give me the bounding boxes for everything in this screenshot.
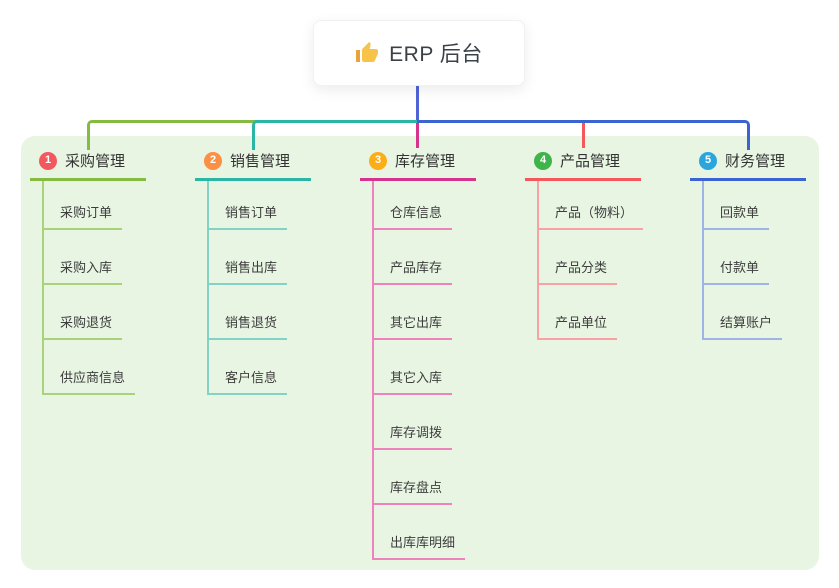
branch-number-badge: 5 (699, 151, 717, 170)
mindmap-panel (21, 136, 819, 570)
child-label: 产品分类 (539, 230, 618, 285)
branch-label: 财务管理 (725, 153, 786, 170)
child-item: 回款单 (704, 181, 839, 230)
child-item: 采购订单 (44, 181, 180, 230)
branch-label: 库存管理 (395, 153, 456, 170)
child-item: 采购入库 (44, 230, 180, 285)
root-connector-line (416, 84, 419, 123)
branch-header-2: 2 销售管理 (195, 148, 311, 181)
branch-number-badge: 1 (39, 151, 57, 170)
child-item: 产品（物料） (539, 181, 675, 230)
child-item: 供应商信息 (44, 340, 180, 395)
branch-3: 3 库存管理仓库信息产品库存其它出库其它入库库存调拨库存盘点出库库明细 (360, 148, 510, 560)
child-label: 付款单 (704, 230, 770, 285)
child-label: 采购订单 (44, 181, 123, 230)
branch-children: 销售订单销售出库销售退货客户信息 (207, 181, 345, 395)
child-label: 客户信息 (209, 340, 288, 395)
child-label: 产品（物料） (539, 181, 644, 230)
branch-1: 1 采购管理采购订单采购入库采购退货供应商信息 (30, 148, 180, 395)
child-label: 销售退货 (209, 285, 288, 340)
child-label: 其它出库 (374, 285, 453, 340)
child-item: 库存盘点 (374, 450, 510, 505)
branch-number-badge: 3 (369, 151, 387, 170)
root-node: ERP 后台 (313, 20, 525, 86)
branch-2-connector (252, 120, 420, 150)
branch-4: 4 产品管理产品（物料）产品分类产品单位 (525, 148, 675, 340)
branch-children: 回款单付款单结算账户 (702, 181, 839, 340)
child-label: 库存调拨 (374, 395, 453, 450)
child-item: 产品单位 (539, 285, 675, 340)
child-label: 出库库明细 (374, 505, 466, 560)
child-item: 其它入库 (374, 340, 510, 395)
child-item: 采购退货 (44, 285, 180, 340)
branch-header-3: 3 库存管理 (360, 148, 476, 181)
child-label: 销售订单 (209, 181, 288, 230)
child-item: 产品库存 (374, 230, 510, 285)
root-node-label: ERP 后台 (389, 43, 483, 66)
child-label: 销售出库 (209, 230, 288, 285)
child-item: 库存调拨 (374, 395, 510, 450)
child-label: 回款单 (704, 181, 770, 230)
branch-3-connector (416, 123, 419, 148)
child-label: 库存盘点 (374, 450, 453, 505)
thumbs-up-icon (356, 42, 379, 62)
child-item: 销售退货 (209, 285, 345, 340)
branch-label: 销售管理 (230, 153, 291, 170)
child-item: 付款单 (704, 230, 839, 285)
child-label: 产品单位 (539, 285, 618, 340)
child-item: 客户信息 (209, 340, 345, 395)
child-label: 其它入库 (374, 340, 453, 395)
branch-header-1: 1 采购管理 (30, 148, 146, 181)
branch-4-connector (582, 123, 585, 148)
child-item: 出库库明细 (374, 505, 510, 560)
branch-children: 产品（物料）产品分类产品单位 (537, 181, 675, 340)
branch-2: 2 销售管理销售订单销售出库销售退货客户信息 (195, 148, 345, 395)
child-label: 采购退货 (44, 285, 123, 340)
child-item: 仓库信息 (374, 181, 510, 230)
branch-label: 产品管理 (560, 153, 621, 170)
child-item: 其它出库 (374, 285, 510, 340)
branch-number-badge: 2 (204, 151, 222, 170)
child-item: 销售出库 (209, 230, 345, 285)
branch-number-badge: 4 (534, 151, 552, 170)
child-label: 供应商信息 (44, 340, 136, 395)
branch-children: 采购订单采购入库采购退货供应商信息 (42, 181, 180, 395)
child-item: 销售订单 (209, 181, 345, 230)
branch-5-connector (417, 120, 750, 150)
branch-5: 5 财务管理回款单付款单结算账户 (690, 148, 839, 340)
branch-header-5: 5 财务管理 (690, 148, 806, 181)
branch-label: 采购管理 (65, 153, 126, 170)
child-label: 产品库存 (374, 230, 453, 285)
branch-children: 仓库信息产品库存其它出库其它入库库存调拨库存盘点出库库明细 (372, 181, 510, 560)
child-label: 仓库信息 (374, 181, 453, 230)
child-label: 采购入库 (44, 230, 123, 285)
child-item: 产品分类 (539, 230, 675, 285)
child-item: 结算账户 (704, 285, 839, 340)
child-label: 结算账户 (704, 285, 783, 340)
branch-header-4: 4 产品管理 (525, 148, 641, 181)
